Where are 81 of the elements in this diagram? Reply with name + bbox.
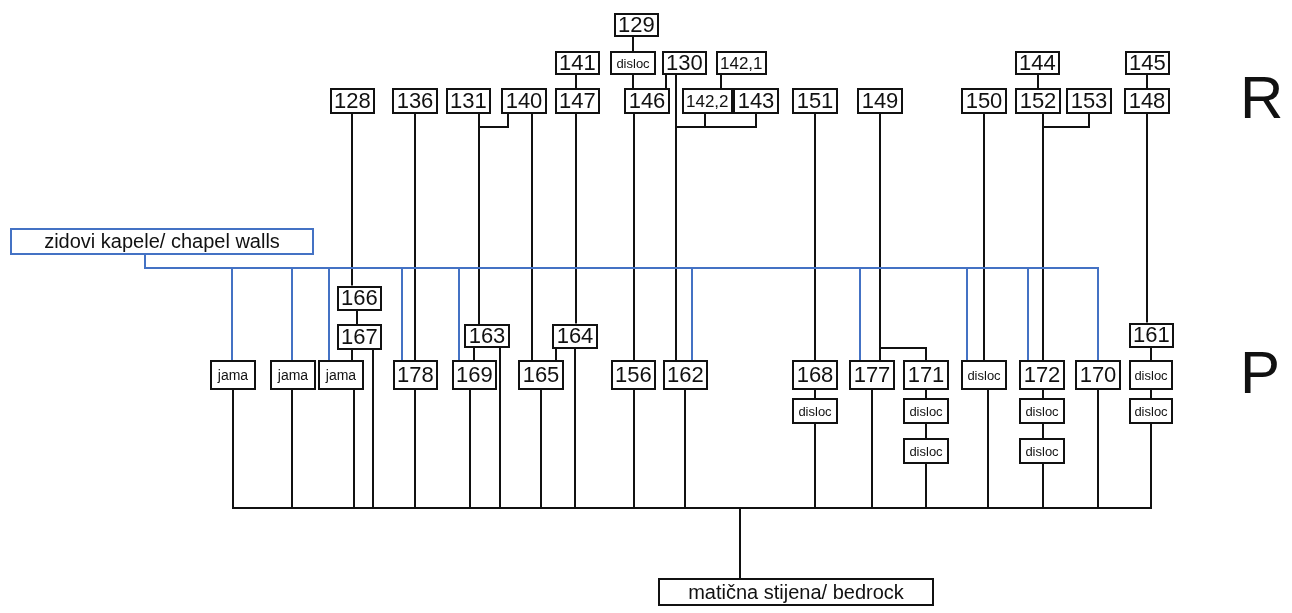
context-box: 178 [393,360,438,390]
connector-line [356,309,358,325]
context-box: disloc [961,360,1007,390]
connector-line [351,349,353,361]
connector-line [720,74,722,89]
context-box: jama [270,360,316,390]
connector-line [1042,113,1090,361]
connector-line [414,113,416,361]
connector-line [473,347,475,361]
context-box: 177 [849,360,895,390]
context-box: 151 [792,88,838,114]
connector-line [1042,423,1044,439]
connector-line [1042,389,1044,399]
context-box: 148 [1124,88,1170,114]
context-box: 146 [624,88,670,114]
context-box: 162 [663,360,708,390]
connector-line [1150,389,1152,399]
context-box: disloc [610,51,656,75]
connector-line [351,113,353,287]
context-box: disloc [792,398,838,424]
context-box: 128 [330,88,375,114]
connector-line [531,113,533,361]
context-box: 145 [1125,51,1170,75]
context-box: 153 [1066,88,1112,114]
bedrock-box: matična stijena/ bedrock [658,578,934,606]
connector-line [675,113,757,361]
context-box: 140 [501,88,547,114]
context-box: disloc [903,398,949,424]
context-box: 163 [464,324,510,348]
phase-letter: P [1240,343,1281,403]
connector-line [478,113,509,325]
context-box: 167 [337,324,382,350]
connector-line [814,113,816,361]
context-box: 143 [733,88,779,114]
connector-line [665,74,667,89]
context-box: 130 [662,51,707,75]
context-box: 164 [552,323,598,349]
context-box: 171 [903,360,949,390]
context-box: jama [210,360,256,390]
context-box: 149 [857,88,903,114]
context-box: 170 [1075,360,1121,390]
context-box: disloc [1019,438,1065,464]
context-box: disloc [1129,360,1173,390]
connector-line [925,423,927,439]
connector-line [632,74,634,89]
context-box: 131 [446,88,491,114]
context-box: 169 [452,360,497,390]
context-box: 141 [555,51,600,75]
phase-letter: R [1240,68,1284,128]
context-box: 166 [337,285,382,311]
context-box: 142,1 [716,51,767,75]
context-box: 147 [555,88,600,114]
connector-line [1037,74,1039,89]
context-box: 142,2 [682,88,733,114]
connector-line [1146,113,1148,324]
context-box: 156 [611,360,656,390]
connector-line [575,74,577,89]
connector-line [555,347,557,361]
connector-line [632,36,634,52]
context-box: disloc [1129,398,1173,424]
connector-line [983,113,985,361]
context-box: 152 [1015,88,1061,114]
context-box: disloc [1019,398,1065,424]
context-box: 129 [614,13,659,37]
context-box: disloc [903,438,949,464]
connector-line [1146,74,1148,89]
context-box: jama [318,360,364,390]
context-box: 172 [1019,360,1065,390]
connector-line [925,389,927,399]
context-box: 168 [792,360,838,390]
context-box: 165 [518,360,564,390]
connector-line [814,389,816,399]
chapel-walls-box: zidovi kapele/ chapel walls [10,227,314,255]
context-box: 136 [392,88,438,114]
connector-line [575,113,577,325]
connector-line [633,113,635,361]
context-box: 161 [1129,322,1174,348]
connector-line [1150,346,1152,361]
context-box: 144 [1015,51,1060,75]
connector-line [879,113,927,361]
context-box: 150 [961,88,1007,114]
